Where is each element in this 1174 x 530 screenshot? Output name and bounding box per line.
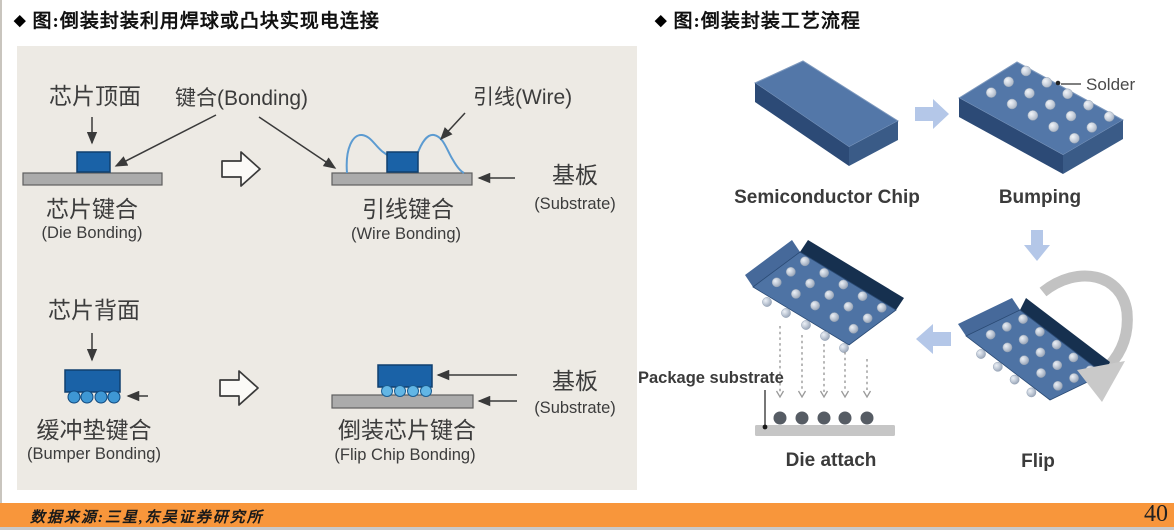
placement-dashed-arrows (775, 326, 872, 399)
data-source-text: 数据来源:三星,东吴证券研究所 (30, 510, 264, 526)
diamond-bullet-icon: ◆ (14, 13, 27, 29)
wire-bonding-label-cn: 引线键合 (362, 196, 454, 222)
die-bonding-label-en: (Die Bonding) (42, 224, 143, 242)
wire-loop-left (345, 134, 391, 174)
package-substrate-label: Package substrate (638, 369, 784, 387)
flip-chip-chip (377, 364, 433, 388)
flip-chip-3d (958, 298, 1110, 401)
flow-arrow-right-icon (915, 99, 949, 129)
wire-bonding-substrate (331, 172, 473, 186)
process-flow-panel: Semiconductor Chip Solder Bumping (628, 46, 1174, 501)
figure-title-left-text: 图:倒装封装利用焊球或凸块实现电连接 (32, 11, 380, 32)
solder-pointer-dot (1055, 80, 1061, 86)
flip-chip-bonding-label-en: (Flip Chip Bonding) (334, 446, 475, 464)
rotation-arrow-arc (1039, 270, 1133, 370)
flow-arrow-left-icon (916, 324, 951, 354)
diamond-bullet-icon: ◆ (655, 13, 668, 29)
flow-arrow-down-icon (1024, 230, 1050, 261)
figure-title-right-text: 图:倒装封装工艺流程 (673, 11, 861, 32)
chip-top-label: 芯片顶面 (49, 83, 141, 109)
bottom-edge-strip (0, 527, 1174, 530)
solder-balls (985, 65, 1115, 144)
figure-title-left: ◆ 图:倒装封装利用焊球或凸块实现电连接 (14, 6, 380, 33)
die-attach-chip-3d (745, 240, 904, 353)
die-bonding-label-cn: 芯片键合 (46, 196, 138, 222)
bonding-pointer-right (258, 116, 337, 169)
bumper-bonding-label-cn: 缓冲垫键合 (37, 417, 152, 443)
die-bonding-chip (76, 151, 111, 173)
step2-caption: Bumping (999, 187, 1081, 208)
figure-title-right: ◆ 图:倒装封装工艺流程 (655, 6, 861, 33)
bumper-bonding-chip (64, 369, 121, 393)
process-flow-diagram: Semiconductor Chip Solder Bumping (638, 60, 1135, 472)
step3-caption: Flip (1021, 451, 1055, 472)
step1-caption: Semiconductor Chip (734, 187, 920, 208)
block-arrow-right-icon (219, 370, 259, 406)
page-number: 40 (1144, 501, 1168, 527)
flip-chip-bumps (381, 385, 432, 397)
substrate-label-en-row2: (Substrate) (534, 399, 616, 417)
footer-bar: 数据来源:三星,东吴证券研究所 40 (0, 501, 1174, 527)
block-arrow-right-icon (221, 151, 261, 187)
substrate-label-cn-row1: 基板 (552, 162, 598, 188)
substrate-label-en-row1: (Substrate) (534, 195, 616, 213)
slide-left-border (0, 0, 2, 503)
package-substrate-bar (755, 425, 895, 436)
solder-balls (762, 256, 887, 353)
bumping-chip-3d (958, 61, 1125, 174)
wire-bonding-chip (386, 151, 419, 173)
chip-back-label: 芯片背面 (48, 297, 140, 323)
flip-chip-substrate (331, 394, 474, 409)
bumper-bumps (67, 390, 121, 404)
package-substrate-pointer-dot (762, 424, 768, 430)
substrate-label-cn-row2: 基板 (552, 368, 598, 394)
bumper-bonding-label-en: (Bumper Bonding) (27, 445, 161, 463)
wire-label: 引线(Wire) (473, 86, 572, 109)
wire-loop-right (416, 133, 465, 174)
solder-label: Solder (1086, 75, 1135, 94)
wire-pointer (439, 112, 466, 141)
semiconductor-chip-3d (753, 60, 899, 166)
bonding-pointer-left (114, 114, 217, 167)
bonding-diagram-panel: 芯片顶面 芯片键合 (Die Bonding) 键合(Bonding) 引线(W… (17, 46, 637, 490)
die-bonding-substrate (22, 172, 163, 186)
step4-caption: Die attach (786, 450, 877, 471)
flip-chip-bonding-label-cn: 倒装芯片键合 (338, 417, 476, 443)
bonding-diagram: 芯片顶面 芯片键合 (Die Bonding) 键合(Bonding) 引线(W… (22, 83, 616, 464)
rotation-arrow-head (1077, 361, 1125, 402)
substrate-pads (773, 411, 874, 425)
wire-bonding-label-en: (Wire Bonding) (351, 225, 461, 243)
bonding-label: 键合(Bonding) (175, 87, 308, 110)
